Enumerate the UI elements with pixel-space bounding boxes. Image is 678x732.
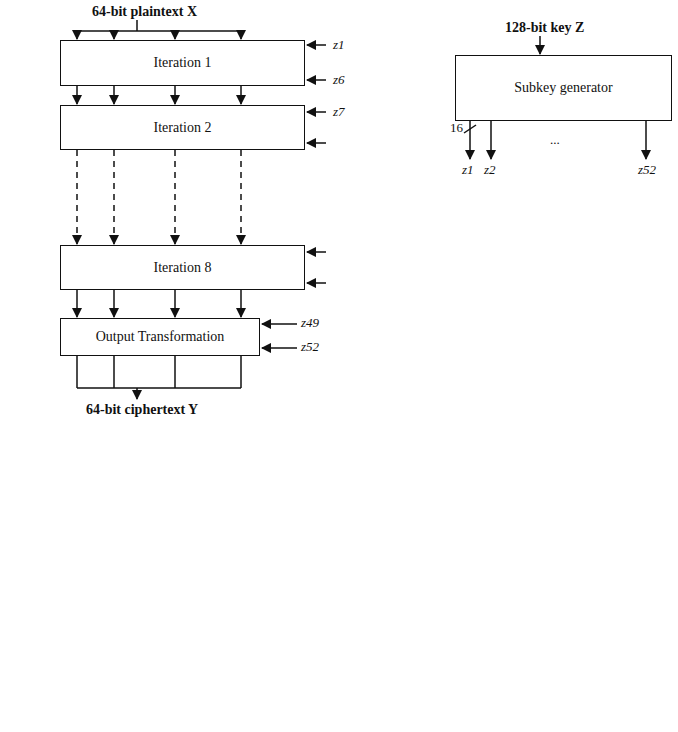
data-path-arrow bbox=[174, 290, 176, 317]
data-path-arrow bbox=[76, 150, 78, 244]
data-path-arrow bbox=[240, 290, 242, 317]
subkey-arrow bbox=[307, 111, 326, 113]
subkey-out-arrow bbox=[645, 121, 647, 159]
data-path-arrow bbox=[76, 86, 78, 104]
annotation: 16 bbox=[450, 121, 463, 135]
subkey-arrow bbox=[307, 142, 326, 144]
output-bus bbox=[77, 387, 241, 389]
subkey-arrow bbox=[307, 44, 326, 46]
box-title: Output Transformation bbox=[90, 329, 231, 345]
generator-box: Subkey generator bbox=[455, 55, 672, 121]
subkey-arrow bbox=[262, 323, 297, 325]
subkey-arrow bbox=[262, 347, 297, 349]
io-label: 64-bit plaintext X bbox=[92, 4, 197, 19]
output-arrow bbox=[136, 388, 138, 399]
output-wire bbox=[76, 356, 78, 388]
input-arrow bbox=[240, 31, 242, 39]
annotation: ... bbox=[550, 133, 560, 147]
box-title: Iteration 2 bbox=[148, 120, 218, 136]
subkey-arrow bbox=[307, 79, 326, 81]
box-title: Iteration 8 bbox=[148, 260, 218, 276]
data-path-arrow bbox=[240, 86, 242, 104]
subkey-label: z52 bbox=[301, 340, 319, 354]
subkey-arrow bbox=[307, 251, 326, 253]
data-path-arrow bbox=[113, 150, 115, 244]
io-label: 64-bit ciphertext Y bbox=[86, 402, 198, 417]
subkey-label: z49 bbox=[301, 316, 319, 330]
data-path-arrow bbox=[174, 86, 176, 104]
input-bus bbox=[77, 30, 241, 32]
subkey-label: z2 bbox=[484, 163, 496, 177]
output-wire bbox=[174, 356, 176, 388]
box-title: Iteration 1 bbox=[148, 55, 218, 71]
bus-width-slash bbox=[464, 125, 476, 133]
subkey-label: z1 bbox=[462, 163, 474, 177]
input-arrow bbox=[76, 31, 78, 39]
output-wire bbox=[240, 356, 242, 388]
subkey-out-arrow bbox=[469, 121, 471, 159]
input-arrow bbox=[174, 31, 176, 39]
box-title: Subkey generator bbox=[508, 80, 618, 96]
subkey-arrow bbox=[307, 282, 326, 284]
round-box: Output Transformation bbox=[60, 318, 260, 356]
subkey-label: z52 bbox=[638, 163, 656, 177]
subkey-label: z6 bbox=[333, 73, 345, 87]
output-wire bbox=[113, 356, 115, 388]
subkey-out-arrow bbox=[490, 121, 492, 159]
data-path-arrow bbox=[240, 150, 242, 244]
round-box: Iteration 2 bbox=[60, 105, 305, 150]
io-label: 128-bit key Z bbox=[505, 20, 584, 35]
input-wire bbox=[136, 20, 138, 31]
subkey-label: z1 bbox=[333, 38, 345, 52]
data-path-arrow bbox=[76, 290, 78, 317]
subkey-label: z7 bbox=[333, 105, 345, 119]
data-path-arrow bbox=[174, 150, 176, 244]
data-path-arrow bbox=[113, 86, 115, 104]
data-path-arrow bbox=[113, 290, 115, 317]
key-arrow bbox=[539, 36, 541, 54]
round-box: Iteration 1 bbox=[60, 40, 305, 86]
input-arrow bbox=[113, 31, 115, 39]
round-box: Iteration 8 bbox=[60, 245, 305, 290]
